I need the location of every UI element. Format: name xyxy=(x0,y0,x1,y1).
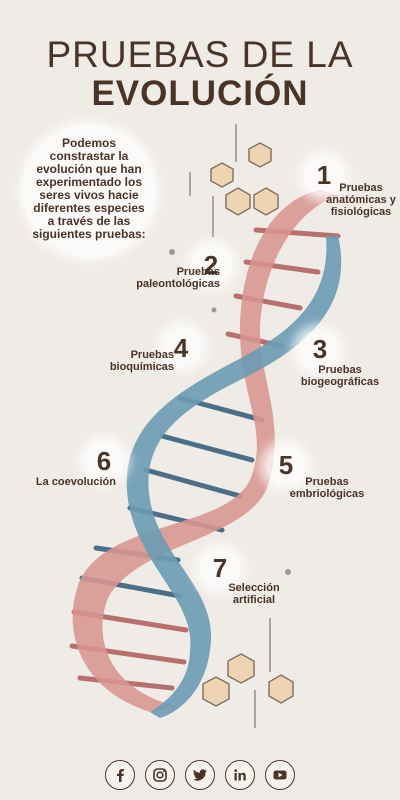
dna-strand-blue xyxy=(126,236,342,718)
page-title-line2: EVOLUCIÓN xyxy=(91,74,309,113)
intro-text: Podemos constrastar la evolución que han… xyxy=(32,136,146,241)
item-number-3: 3 xyxy=(312,334,328,364)
number-glow-6 xyxy=(84,441,124,481)
number-glow-5 xyxy=(266,446,306,486)
item-number-2: 2 xyxy=(203,250,219,280)
number-glow-4 xyxy=(162,327,202,367)
facebook-icon[interactable] xyxy=(105,760,135,790)
dna-strand-red xyxy=(72,190,340,712)
item-label-2: Pruebas paleontológicas xyxy=(136,266,220,290)
number-glow-1 xyxy=(304,156,344,196)
item-label-5: Pruebas embriológicas xyxy=(289,476,365,500)
instagram-icon[interactable] xyxy=(145,760,175,790)
twitter-icon[interactable] xyxy=(185,760,215,790)
hexagon-cluster-top xyxy=(210,142,279,216)
number-glow-7 xyxy=(200,549,240,589)
youtube-icon[interactable] xyxy=(265,760,295,790)
decorative-lines xyxy=(189,124,271,728)
social-links xyxy=(0,760,400,790)
intro-circle xyxy=(22,124,156,258)
item-number-6: 6 xyxy=(96,446,112,476)
item-number-4: 4 xyxy=(173,333,189,363)
item-label-6: La coevolución xyxy=(35,476,116,488)
hexagon-cluster-bottom xyxy=(202,653,294,707)
linkedin-icon[interactable] xyxy=(225,760,255,790)
item-number-1: 1 xyxy=(316,160,332,190)
item-label-4: Pruebas bioquímicas xyxy=(109,349,174,373)
item-label-1: Pruebas anatómicas y fisiológicas xyxy=(326,182,396,218)
item-label-7: Selección artificial xyxy=(228,582,280,606)
number-glow-2 xyxy=(192,245,232,285)
item-number-7: 7 xyxy=(212,553,228,583)
item-label-3: Pruebas biogeográficas xyxy=(300,364,380,388)
number-glow-3 xyxy=(298,330,338,370)
page-title-line1: PRUEBAS DE LA xyxy=(46,34,354,75)
item-number-5: 5 xyxy=(278,450,294,480)
